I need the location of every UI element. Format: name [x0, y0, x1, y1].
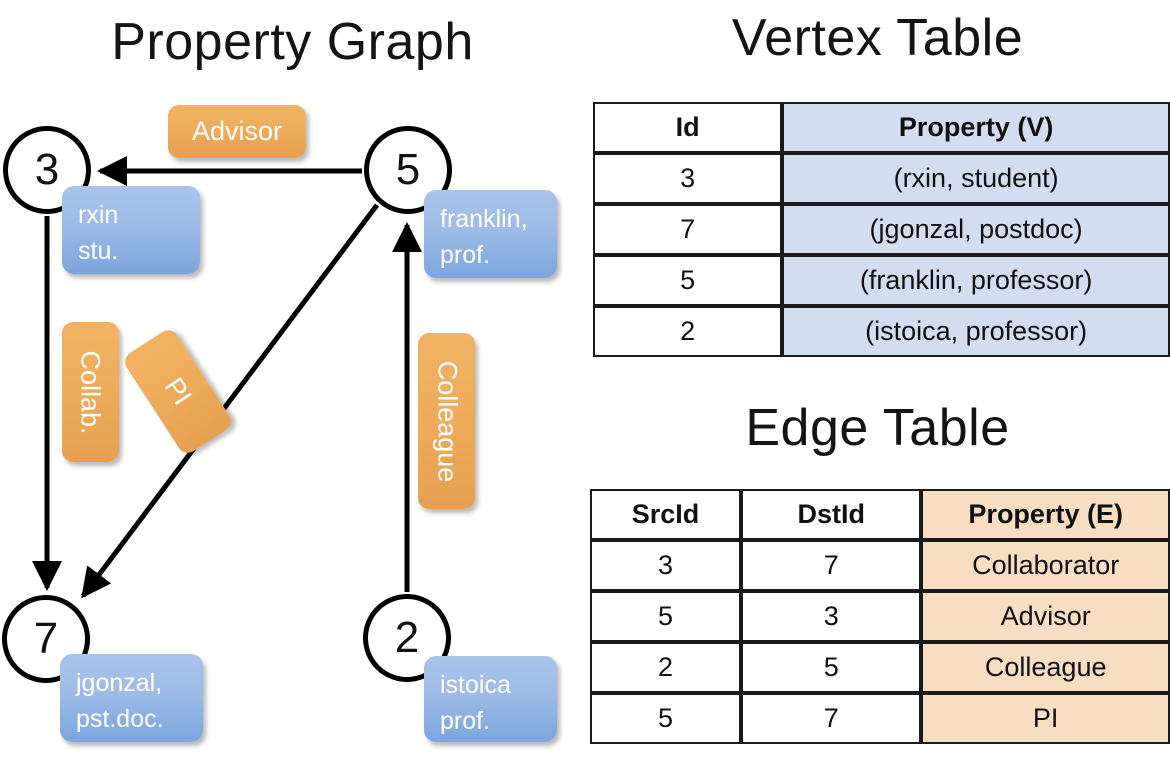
vertex-property-2-line2: prof. — [440, 706, 491, 735]
edge-cell-dstid: 7 — [741, 693, 922, 744]
table-row: 3 (rxin, student) — [593, 153, 1170, 204]
table-row: 5 (franklin, professor) — [593, 255, 1170, 306]
edge-cell-dstid: 7 — [741, 540, 922, 591]
vertex-property-2-line1: istoica — [440, 671, 511, 699]
vertex-property-7-line1: jgonzal, — [76, 669, 163, 697]
vertex-property-3-line2: stu. — [78, 236, 119, 265]
table-row: 7 (jgonzal, postdoc) — [593, 204, 1170, 255]
vertex-cell-id: 5 — [593, 255, 783, 306]
edge-line-5-to-7 — [81, 203, 379, 599]
vertex-property-box-3: rxin stu. — [62, 186, 200, 274]
vertex-property-box-5: franklin, prof. — [424, 190, 557, 278]
edge-cell-srcid: 5 — [590, 693, 742, 744]
edge-label-collab: Collab. — [76, 349, 107, 435]
vertex-cell-id: 7 — [593, 204, 783, 255]
edge-property-box-advisor: Advisor — [168, 105, 306, 158]
graph-edges-svg — [32, 156, 422, 599]
table-row: 5 7 PI — [590, 693, 1170, 744]
edge-cell-property: PI — [921, 693, 1170, 744]
vertex-table-header-property: Property (V) — [782, 102, 1170, 153]
edge-table-header-dstid: DstId — [741, 489, 922, 540]
vertex-property-7-line2: pst.doc. — [76, 704, 164, 733]
edge-label-pi: PI — [158, 372, 198, 411]
edge-table-header-row: SrcId DstId Property (E) — [590, 489, 1170, 540]
edge-cell-srcid: 2 — [590, 642, 742, 693]
edge-cell-srcid: 5 — [590, 591, 742, 642]
page-title-property-graph: Property Graph — [111, 13, 474, 71]
vertex-table: Id Property (V) 3 (rxin, student) 7 (jgo… — [593, 102, 1170, 357]
edge-table-header-srcid: SrcId — [590, 489, 742, 540]
table-row: 2 5 Colleague — [590, 642, 1170, 693]
vertex-property-5-line1: franklin, — [440, 205, 528, 233]
graph-node-5[interactable]: 5 — [364, 126, 452, 214]
vertex-cell-id: 2 — [593, 306, 783, 357]
edge-cell-property: Collaborator — [921, 540, 1170, 591]
edge-label-advisor: Advisor — [191, 116, 283, 146]
vertex-property-5-line2: prof. — [440, 240, 491, 269]
property-graph-diagram: 3 5 7 2 rxin stu. franklin, prof. jgonza… — [2, 105, 557, 742]
vertex-cell-property: (rxin, student) — [782, 153, 1170, 204]
edge-cell-property: Advisor — [921, 591, 1170, 642]
edge-property-box-collab: Collab. — [62, 322, 119, 462]
table-row: 5 3 Advisor — [590, 591, 1170, 642]
table-row: 2 (istoica, professor) — [593, 306, 1170, 357]
vertex-table-header-row: Id Property (V) — [593, 102, 1170, 153]
edge-cell-property: Colleague — [921, 642, 1170, 693]
vertex-property-box-2: istoica prof. — [424, 656, 557, 742]
edge-table-header-property: Property (E) — [921, 489, 1170, 540]
edge-cell-dstid: 3 — [741, 591, 922, 642]
edge-label-colleague: Colleague — [432, 360, 462, 482]
edge-cell-dstid: 5 — [741, 642, 922, 693]
vertex-cell-property: (jgonzal, postdoc) — [782, 204, 1170, 255]
vertex-cell-id: 3 — [593, 153, 783, 204]
vertex-table-header-id: Id — [593, 102, 783, 153]
vertex-cell-property: (franklin, professor) — [782, 255, 1170, 306]
table-row: 3 7 Collaborator — [590, 540, 1170, 591]
edge-cell-srcid: 3 — [590, 540, 742, 591]
graph-node-2[interactable]: 2 — [363, 594, 451, 682]
vertex-property-box-7: jgonzal, pst.doc. — [60, 654, 203, 742]
page-title-vertex-table: Vertex Table — [731, 9, 1024, 67]
vertex-cell-property: (istoica, professor) — [782, 306, 1170, 357]
edge-table: SrcId DstId Property (E) 3 7 Collaborato… — [590, 489, 1170, 744]
vertex-property-3-line1: rxin — [78, 201, 119, 229]
edge-property-box-colleague: Colleague — [418, 333, 475, 509]
page-title-edge-table: Edge Table — [745, 399, 1010, 457]
